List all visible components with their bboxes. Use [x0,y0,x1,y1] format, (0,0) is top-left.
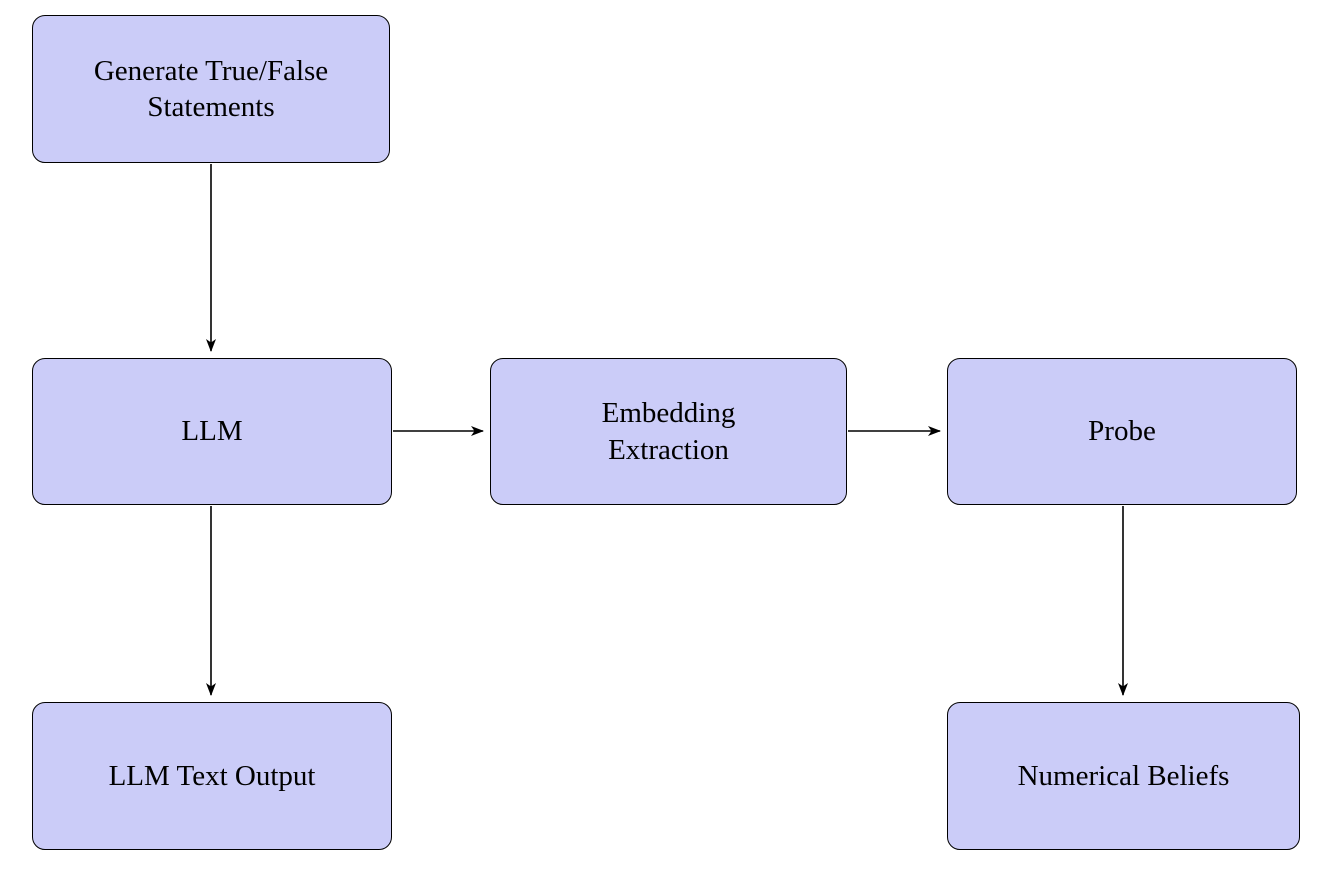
node-numerical-beliefs: Numerical Beliefs [947,702,1300,850]
node-generate-statements-label: Generate True/False Statements [93,54,329,123]
node-generate-statements: Generate True/False Statements [32,15,390,163]
node-probe: Probe [947,358,1297,505]
node-embedding-extraction-label: Embedding Extraction [601,397,736,466]
node-llm: LLM [32,358,392,505]
node-llm-text-output: LLM Text Output [32,702,392,850]
node-probe-label: Probe [1088,415,1156,448]
node-embedding-extraction: Embedding Extraction [490,358,847,505]
node-numerical-beliefs-label: Numerical Beliefs [1017,759,1230,792]
node-llm-label: LLM [181,415,243,448]
node-llm-text-output-label: LLM Text Output [108,759,316,792]
